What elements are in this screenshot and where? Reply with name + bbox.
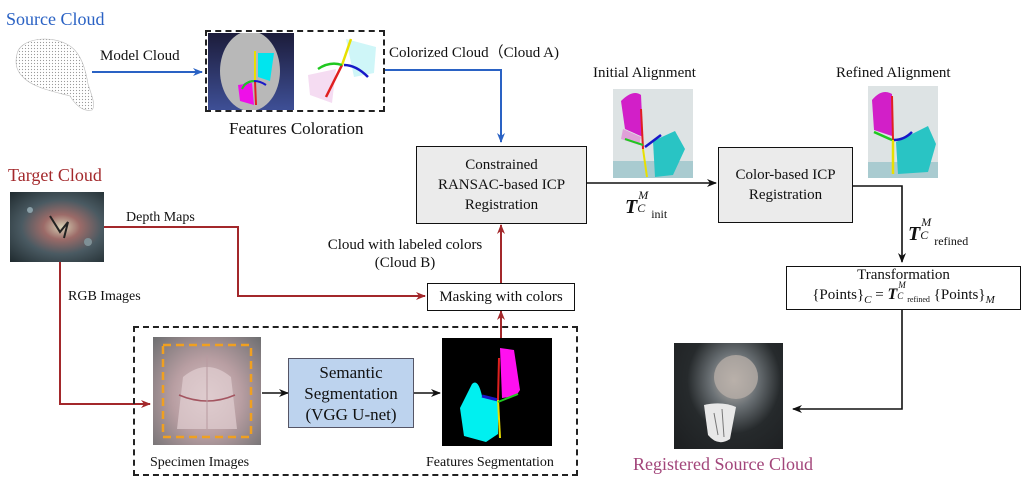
ransac-icp-box: Constrained RANSAC-based ICP Registratio… xyxy=(416,146,587,224)
arrow-depth-maps xyxy=(104,226,426,300)
seg-line-2: Segmentation xyxy=(304,383,398,403)
crop-box xyxy=(161,343,253,439)
refined-alignment-caption: Refined Alignment xyxy=(836,65,951,81)
source-cloud-title: Source Cloud xyxy=(6,9,105,29)
colored-pointcloud-image xyxy=(296,33,382,110)
segmentation-group xyxy=(133,326,578,476)
rgb-images-label: RGB Images xyxy=(68,289,141,304)
registered-cloud-image xyxy=(674,343,783,449)
masking-label: Masking with colors xyxy=(439,289,563,305)
features-coloration-caption: Features Coloration xyxy=(229,119,364,138)
target-cloud-image xyxy=(10,192,104,262)
specimen-image xyxy=(153,337,261,445)
colorized-cloud-label: Colorized Cloud（Cloud A) xyxy=(389,45,559,61)
features-segmentation-image xyxy=(442,338,552,446)
refined-alignment-image xyxy=(868,86,938,178)
masking-box: Masking with colors xyxy=(427,283,575,311)
target-cloud-title: Target Cloud xyxy=(8,165,102,185)
color-icp-line-1: Color-based ICP xyxy=(735,167,836,183)
source-cloud-image xyxy=(12,32,98,112)
arrow-to-registered xyxy=(792,310,903,413)
initial-alignment-image xyxy=(613,89,693,178)
model-cloud-label: Model Cloud xyxy=(100,48,180,64)
registered-source-cloud-title: Registered Source Cloud xyxy=(633,454,813,474)
arrow-rgb-images xyxy=(59,262,151,408)
ransac-line-1: Constrained xyxy=(465,157,538,173)
depth-maps-label: Depth Maps xyxy=(126,210,195,225)
color-icp-box: Color-based ICP Registration xyxy=(718,147,853,223)
features-coloration-group xyxy=(205,30,385,112)
seg-line-1: Semantic xyxy=(319,362,383,382)
arrow-colorized-cloud xyxy=(384,69,505,143)
colored-model-image xyxy=(208,33,294,110)
ransac-line-3: Registration xyxy=(464,197,539,213)
initial-alignment-caption: Initial Alignment xyxy=(593,65,696,81)
seg-line-3: (VGG U-net) xyxy=(305,404,397,424)
specimen-images-caption: Specimen Images xyxy=(150,455,250,470)
color-icp-line-2: Registration xyxy=(748,187,823,203)
arrow-refined-transform xyxy=(853,185,906,263)
cloud-b-label: Cloud with labeled colors (Cloud B) xyxy=(327,237,483,271)
semantic-segmentation-box: Semantic Segmentation (VGG U-net) xyxy=(288,358,414,428)
ransac-line-2: RANSAC-based ICP xyxy=(437,177,566,193)
transformation-title: Transformation xyxy=(857,267,950,283)
features-segmentation-caption: Features Segmentation xyxy=(426,455,554,470)
